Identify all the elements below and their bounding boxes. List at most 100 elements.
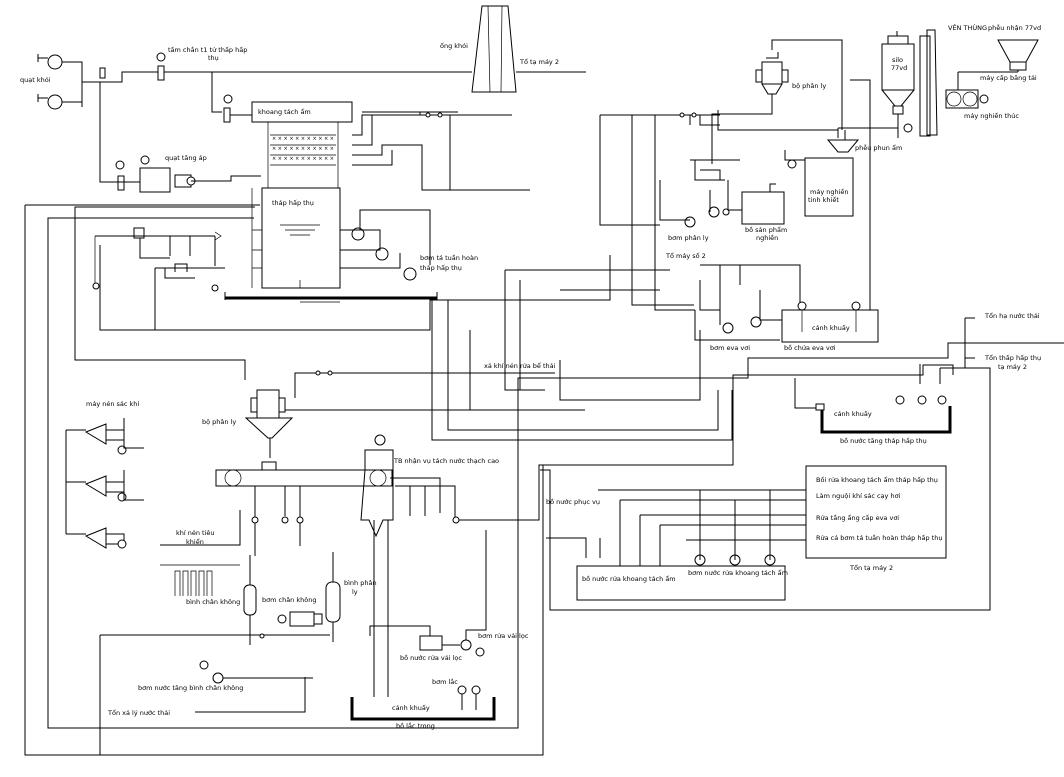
label-bom-tuan-hoan-2: tháp hấp thụ	[420, 264, 462, 272]
label-canh-khuay-right: cánh khuấy	[834, 410, 872, 418]
label-bo-phan-ly-top: bộ phân ly	[792, 82, 826, 90]
label-canh-khuay-mid: cánh khuấy	[812, 324, 850, 332]
pump-icon	[403, 267, 417, 281]
compressor-icon	[84, 475, 107, 497]
receive-hopper	[997, 39, 1039, 71]
motor-icon	[471, 685, 481, 695]
legend-item-3: Rửa tầng ẩng cấp eva vơi	[816, 513, 899, 522]
mist-wash-tank	[576, 565, 786, 601]
motor-icon	[787, 159, 797, 169]
label-canh-khuay-bottom: cánh khuấy	[392, 704, 430, 712]
cloth-wash-tank	[419, 635, 443, 651]
label-tb-nhan: TB nhận vụ tách nước thạch cao	[393, 457, 499, 465]
pump-icon	[460, 639, 472, 651]
label-bom-lac: bơm lắc	[432, 677, 458, 686]
label-ven-thang: VÊN THÙNG	[948, 23, 987, 32]
vacuum-vessel	[243, 584, 257, 616]
silo	[881, 43, 915, 91]
right-tank	[820, 406, 952, 434]
label-ong-khoi: ống khói	[440, 42, 468, 50]
motor-icon	[115, 160, 125, 170]
label-to-may-2-bottom: Tổn tạ máy 2	[849, 563, 893, 572]
gypsum-separator	[256, 389, 280, 419]
pump-icon	[684, 216, 696, 228]
separator-flask	[325, 581, 341, 623]
motor-icon	[140, 155, 150, 165]
pump-icon	[351, 227, 365, 241]
absorber-tower	[261, 187, 341, 289]
label-bo-nuoc-rua: bồ nước rửa khoang tách ẩm	[582, 574, 676, 583]
vacuum-belt-filter	[215, 469, 393, 487]
circulation-pumps	[351, 227, 417, 281]
motor-icon	[475, 647, 485, 657]
label-bo-san-pham-2: nghiền	[756, 234, 778, 242]
compressors	[84, 423, 127, 549]
legend-item-2: Làm nguội khí sác cạy hơi	[816, 492, 901, 500]
label-binh-phan-ly: bình phân	[344, 579, 377, 587]
vacuum-pump	[289, 611, 315, 627]
filtrate-tank	[350, 697, 496, 721]
label-binh-chan-khong: bình chân không	[186, 598, 240, 606]
label-pheu-nhan: phễu nhận 77vd	[988, 23, 1041, 32]
svg-text:× × × × × × × × × × ×: × × × × × × × × × × ×	[272, 136, 334, 142]
compressor-icon	[84, 527, 107, 549]
motor-icon	[199, 660, 209, 670]
label-khoang-tach-am: khoang tách ẩm	[258, 107, 311, 116]
label-tam-chan-2: thụ	[208, 54, 219, 62]
label-bom-nuoc-tang: bơm nước tăng bình chân không	[138, 684, 243, 692]
label-may-nghien-thuc: máy nghiền thúc	[964, 112, 1019, 120]
label-tam-chan: tấm chắn t1 tử thấp hấp	[168, 45, 247, 54]
label-silo-2: 77vd	[891, 64, 907, 72]
label-bo-phan-ly-mid: bộ phân ly	[202, 418, 236, 426]
label-tan-thap-hap-2: tạ máy 2	[998, 363, 1027, 371]
label-tan-thap-hap: Tổn thấp hấp thụ	[984, 353, 1041, 362]
svg-text:× × × × × × × × × × ×: × × × × × × × × × × ×	[272, 156, 334, 162]
label-bo-nuoc-rua-vai: bồ nước rửa vải lọc	[400, 654, 462, 662]
label-may-nen: máy nén sác khí	[86, 400, 139, 408]
label-khi-nen-2: khiển	[186, 537, 204, 546]
pump-icon	[722, 322, 734, 334]
legend-item-1: Bồi rửa khoang tách ẩm tháp hấp thụ	[816, 475, 938, 484]
label-silo: silo	[892, 56, 903, 64]
label-bom-chan-khong: bơm chân không	[262, 596, 316, 604]
label-may-nghien-uot-2: tinh khiết	[808, 196, 839, 204]
flue-fans	[37, 54, 472, 110]
spray-hopper	[826, 139, 860, 153]
label-quat-khoi: quạt khói	[20, 76, 51, 84]
label-bom-phan-ly: bơm phân ly	[668, 234, 709, 242]
label-to-may-so2: Tổ máy số 2	[665, 251, 706, 260]
label-thap-hap-thu: tháp hấp thụ	[272, 199, 314, 207]
label-bom-eva: bơm eva vơi	[710, 344, 750, 352]
label-quat-tang-ap: quạt tăng áp	[165, 154, 207, 162]
label-bo-lac-trong: bồ lắc trong	[396, 721, 435, 730]
limestone-tank	[781, 309, 879, 343]
fan-icon	[47, 54, 63, 70]
motor-icon	[979, 94, 989, 104]
label-may-cap-bang: máy cấp băng tải	[980, 74, 1037, 82]
vacuum-coils	[160, 564, 240, 596]
label-bom-nuoc-rua: bơm nước rửa khoang tách ẩm	[688, 568, 788, 577]
label-bo-chua-eva: bồ chứa eva vơi	[784, 344, 836, 352]
crusher	[945, 89, 979, 109]
label-bom-tuan-hoan: bơm tá tuần hoàn	[420, 254, 478, 262]
label-may-nghien-uot: máy nghiền	[810, 188, 849, 196]
legend-box	[805, 465, 947, 559]
chimney	[471, 5, 517, 93]
mixer-icon	[851, 301, 861, 311]
svg-text:× × × × × × × × × × ×: × × × × × × × × × × ×	[272, 146, 334, 152]
label-bo-nuoc-phuc: bồ nước phục vụ	[546, 498, 600, 506]
label-khi-nen: khí nén tiêu	[176, 529, 215, 537]
booster-fan	[139, 167, 171, 193]
label-ton-xa-ly: Tổn xả lý nước thải	[107, 708, 170, 717]
separator-pumps	[684, 206, 730, 228]
label-bo-nuoc-tang: bồ nước tăng tháp hấp thụ	[840, 437, 927, 445]
motor-icon	[374, 434, 386, 446]
label-bom-rua-vai-loc: bơm rửa vải lọc	[478, 632, 529, 640]
motor-icon	[917, 395, 927, 405]
compressor-icon	[84, 423, 107, 445]
motor-icon	[937, 395, 947, 405]
pump-icon	[708, 206, 720, 218]
label-to-may-2-top: Tổ tạ máy 2	[519, 57, 559, 66]
pump-icon	[375, 247, 389, 261]
